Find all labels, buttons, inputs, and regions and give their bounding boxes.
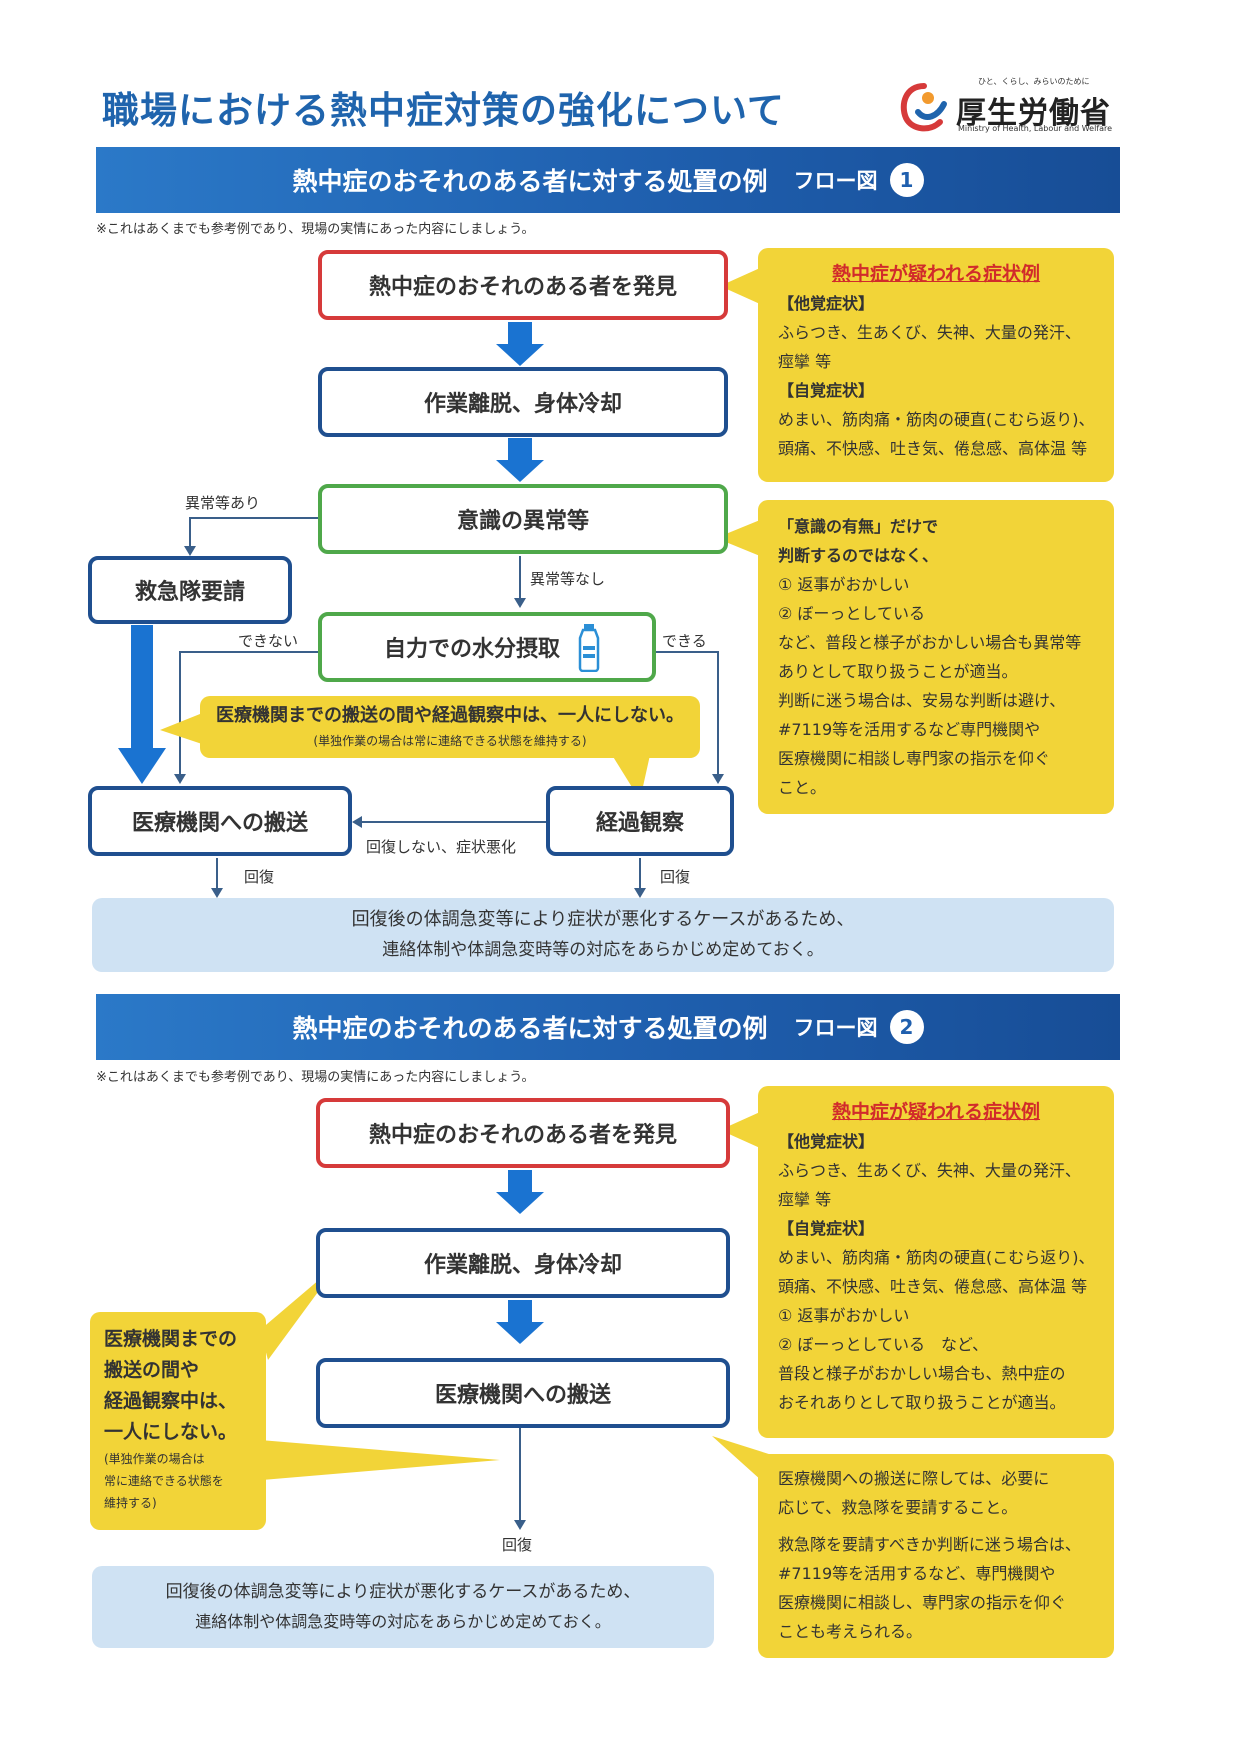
- flow2-transport-box: 医療機関への搬送: [316, 1358, 730, 1428]
- flow1-judgement-l3: ① 返事がおかしい: [778, 575, 910, 594]
- mhlw-logo: ひと、くらし、みらいのために 厚生労働省 Ministry of Health,…: [896, 74, 1126, 138]
- flow2-ambulance-l5: 医療機関に相談し、専門家の指示を仰ぐ: [778, 1593, 1067, 1612]
- flow2-alone-l4: 一人にしない。: [104, 1421, 238, 1443]
- logo-english: Ministry of Health, Labour and Welfare: [958, 124, 1113, 133]
- flow2-symptoms-extra-2: ② ぼーっとしている など、: [778, 1335, 989, 1354]
- flow1-judgement-l7: 判断に迷う場合は、安易な判断は避け、: [778, 691, 1066, 710]
- flow1-judgement-l6: ありとして取り扱うことが適当。: [778, 662, 1018, 681]
- flow2-alone-s3: 維持する): [104, 1496, 157, 1510]
- flow1-cooling-box: 作業離脱、身体冷却: [318, 367, 728, 437]
- flow1-label-abnormal-yes: 異常等あり: [185, 494, 261, 512]
- flow1-note: ※これはあくまでも参考例であり、現場の実情にあった内容にしましょう。: [96, 222, 535, 237]
- flow1-judgement-l2: 判断するのではなく、: [778, 546, 939, 565]
- flow1-symptoms-self-2: 頭痛、不快感、吐き気、倦怠感、高体温 等: [778, 439, 1088, 458]
- flow1-observe-box: 経過観察: [546, 786, 734, 856]
- flow2-alone-callout: 医療機関までの 搬送の間や 経過観察中は、 一人にしない。 (単独作業の場合は …: [90, 1312, 266, 1530]
- flow2-bottom-note: 回復後の体調急変等により症状が悪化するケースがあるため、 連絡体制や体調急変時等…: [92, 1566, 714, 1648]
- flow2-banner-title: 熱中症のおそれのある者に対する処置の例: [292, 1014, 768, 1043]
- flow2-ambulance-l1: 医療機関への搬送に際しては、必要に: [778, 1469, 1050, 1488]
- flow2-symptoms-other-head: 【他覚症状】: [778, 1132, 875, 1151]
- flow2-ambulance-l2: 応じて、救急隊を要請すること。: [778, 1498, 1018, 1517]
- flow1-label-no-recovery: 回復しない、症状悪化: [366, 838, 517, 856]
- flow2-symptoms-extra-3: 普段と様子がおかしい場合も、熱中症の: [778, 1364, 1066, 1383]
- flow2-alone-s2: 常に連絡できる状態を: [104, 1474, 224, 1488]
- flow2-alone-l2: 搬送の間や: [104, 1359, 200, 1381]
- flow1-alone-l2: (単独作業の場合は常に連絡できる状態を維持する): [313, 734, 587, 748]
- flow2-alone-l1: 医療機関までの: [104, 1328, 238, 1350]
- flow2-symptoms-extra-1: ① 返事がおかしい: [778, 1306, 910, 1325]
- flow1-hydration-label: 自力での水分摂取: [384, 637, 561, 662]
- flow2-symptoms-title: 熱中症が疑われる症状例: [831, 1101, 1041, 1123]
- flow2-ambulance-callout: 医療機関への搬送に際しては、必要に 応じて、救急隊を要請すること。 救急隊を要請…: [758, 1454, 1114, 1658]
- flow1-symptoms-callout: 熱中症が疑われる症状例 【他覚症状】 ふらつき、生あくび、失神、大量の発汗、 痙…: [758, 248, 1114, 482]
- flow1-banner-title: 熱中症のおそれのある者に対する処置の例: [292, 167, 768, 196]
- flow1-label-recovery-left: 回復: [244, 868, 275, 886]
- mhlw-emblem-icon: [900, 83, 947, 132]
- flow1-hydration-box: 自力での水分摂取: [318, 612, 656, 682]
- flow1-symptoms-self-1: めまい、筋肉痛・筋肉の硬直(こむら返り)、: [778, 410, 1095, 429]
- flow2-symptoms-other-1: ふらつき、生あくび、失神、大量の発汗、: [778, 1161, 1081, 1180]
- flow1-consciousness-box: 意識の異常等: [318, 484, 728, 554]
- flow2-bottom-l1: 回復後の体調急変等により症状が悪化するケースがあるため、: [165, 1582, 641, 1602]
- flow2-symptoms-extra-4: おそれありとして取り扱うことが適当。: [778, 1393, 1066, 1412]
- flow1-label-cannot: できない: [238, 632, 299, 650]
- flow1-symptoms-other-head: 【他覚症状】: [778, 294, 875, 313]
- flow1-symptoms-other-2: 痙攣 等: [778, 352, 832, 371]
- flow1-symptoms-title: 熱中症が疑われる症状例: [831, 263, 1041, 285]
- flow1-judgement-l4: ② ぼーっとしている: [778, 604, 925, 623]
- flow2-ambulance-l4: #7119等を活用するなど、専門機関や: [778, 1564, 1056, 1583]
- flow1-judgement-l8: #7119等を活用するなど専門機関や: [778, 720, 1041, 739]
- flow2-ambulance-l3: 救急隊を要請すべきか判断に迷う場合は、: [778, 1535, 1081, 1554]
- flow2-discover-box: 熱中症のおそれのある者を発見: [316, 1098, 730, 1168]
- flow1-label-recovery-right: 回復: [660, 868, 691, 886]
- flow1-judgement-l9: 医療機関に相談し専門家の指示を仰ぐ: [778, 749, 1051, 768]
- flow1-banner-fig: フロー図: [793, 169, 878, 193]
- flow1-bottom-l2: 連絡体制や体調急変時等の対応をあらかじめ定めておく。: [382, 940, 824, 960]
- flow2-alone-s1: (単独作業の場合は: [104, 1452, 205, 1466]
- flow2-alone-l3: 経過観察中は、: [104, 1390, 238, 1412]
- flow2-banner: 熱中症のおそれのある者に対する処置の例 フロー図 2: [96, 994, 1120, 1060]
- flow2-note: ※これはあくまでも参考例であり、現場の実情にあった内容にしましょう。: [96, 1070, 535, 1085]
- flow2-symptoms-self-1: めまい、筋肉痛・筋肉の硬直(こむら返り)、: [778, 1248, 1095, 1267]
- flow1-discover-box: 熱中症のおそれのある者を発見: [318, 250, 728, 320]
- flow1-banner-num: 1: [889, 163, 924, 197]
- water-bottle-icon: [578, 624, 600, 672]
- flow2-ambulance-l6: ことも考えられる。: [778, 1622, 923, 1641]
- flow2-label-recovery: 回復: [502, 1536, 533, 1554]
- flow1-banner: 熱中症のおそれのある者に対する処置の例 フロー図 1: [96, 147, 1120, 213]
- flow2-cooling-box: 作業離脱、身体冷却: [316, 1228, 730, 1298]
- logo-tagline: ひと、くらし、みらいのために: [978, 77, 1090, 86]
- flow1-judgement-l5: など、普段と様子がおかしい場合も異常等: [778, 633, 1082, 652]
- flow1-alone-l1: 医療機関までの搬送の間や経過観察中は、一人にしない。: [216, 705, 684, 726]
- flow1-bottom-l1: 回復後の体調急変等により症状が悪化するケースがあるため、: [351, 909, 855, 930]
- flow1-transport-box: 医療機関への搬送: [88, 786, 352, 856]
- flow2-banner-num: 2: [889, 1010, 924, 1044]
- flow1-judgement-l10: こと。: [778, 778, 827, 797]
- flow1-label-can: できる: [662, 632, 707, 650]
- page-title: 職場における熱中症対策の強化について: [102, 89, 785, 132]
- flow2-symptoms-callout: 熱中症が疑われる症状例 【他覚症状】 ふらつき、生あくび、失神、大量の発汗、 痙…: [758, 1086, 1114, 1438]
- flow1-bottom-note: 回復後の体調急変等により症状が悪化するケースがあるため、 連絡体制や体調急変時等…: [92, 898, 1114, 972]
- flow2-bottom-l2: 連絡体制や体調急変時等の対応をあらかじめ定めておく。: [195, 1612, 611, 1631]
- flow1-ambulance-box: 救急隊要請: [88, 556, 292, 624]
- flow1-judgement-l1: 「意識の有無」だけで: [778, 517, 939, 536]
- flow1-judgement-callout: 「意識の有無」だけで 判断するのではなく、 ① 返事がおかしい ② ぼーっとして…: [758, 500, 1114, 814]
- flow1-symptoms-other-1: ふらつき、生あくび、失神、大量の発汗、: [778, 323, 1081, 342]
- logo-name: 厚生労働省: [956, 96, 1111, 131]
- flow1-symptoms-self-head: 【自覚症状】: [778, 381, 875, 400]
- flow2-symptoms-other-2: 痙攣 等: [778, 1190, 832, 1209]
- flow1-alone-callout: 医療機関までの搬送の間や経過観察中は、一人にしない。 (単独作業の場合は常に連絡…: [200, 696, 700, 758]
- flow2-symptoms-self-2: 頭痛、不快感、吐き気、倦怠感、高体温 等: [778, 1277, 1088, 1296]
- flow1-label-abnormal-no: 異常等なし: [530, 570, 606, 588]
- flow2-symptoms-self-head: 【自覚症状】: [778, 1219, 875, 1238]
- flow2-banner-fig: フロー図: [793, 1016, 878, 1040]
